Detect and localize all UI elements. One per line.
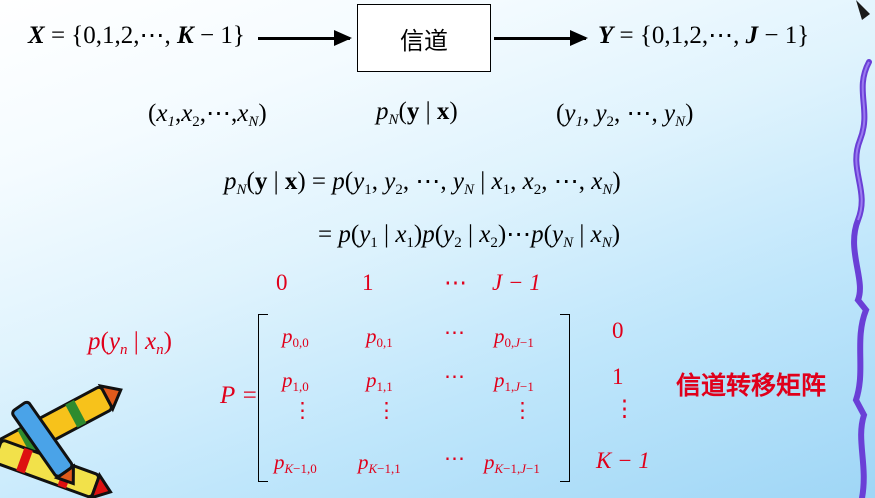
matrix-name: P =: [220, 382, 258, 409]
row-label-last: K − 1: [596, 448, 650, 473]
row-label-0: 0: [612, 318, 624, 343]
matrix-cell: p0,1: [366, 324, 393, 350]
channel-label: 信道: [400, 26, 448, 55]
ribbon-decoration: [851, 0, 872, 498]
matrix-cell: ⋮: [292, 398, 313, 422]
transition-matrix: p0,0 p0,1 ⋯ p0,J−1 p1,0 p1,1 ⋯ p1,J−1 ⋮ …: [258, 314, 570, 482]
input-alphabet: X = {0,1,2,⋯, K − 1}: [28, 22, 245, 49]
matrix-cell: p0,J−1: [494, 324, 534, 350]
matrix-cell: ⋯: [444, 364, 465, 388]
column-label-1: 1: [362, 270, 374, 295]
matrix-cell: p1,0: [282, 368, 309, 394]
output-arrow: [494, 30, 588, 46]
equation-line-1: pN(y | x) = p(y1, y2, ⋯, yN | x1, x2, ⋯,…: [224, 168, 621, 198]
matrix-cell: pK−1,1: [358, 450, 401, 476]
row-label-1: 1: [612, 364, 624, 389]
crayons-clipart: [0, 383, 123, 498]
column-label-dots: ⋯: [444, 270, 467, 295]
sequence-transition: pN(y | x): [376, 98, 458, 128]
matrix-cell: pK−1,0: [274, 450, 317, 476]
matrix-cell: ⋮: [512, 398, 533, 422]
output-alphabet: Y = {0,1,2,⋯, J − 1}: [598, 22, 810, 49]
matrix-right-bracket: [560, 314, 570, 482]
matrix-cell: ⋮: [376, 398, 397, 422]
matrix-cell: ⋯: [444, 446, 465, 470]
matrix-cell: ⋯: [444, 320, 465, 344]
matrix-caption: 信道转移矩阵: [676, 371, 827, 400]
column-label-last: J − 1: [492, 270, 541, 295]
matrix-cell: p1,1: [366, 368, 393, 394]
matrix-cell: p0,0: [282, 324, 309, 350]
equation-line-2: = p(y1 | x1)p(y2 | x2)⋯p(yN | xN): [318, 221, 621, 251]
input-sequence: (x1,x2,⋯,xN): [148, 100, 267, 130]
column-label-0: 0: [276, 270, 288, 295]
matrix-left-bracket: [258, 314, 268, 482]
output-sequence: (y1, y2, ⋯, yN): [556, 100, 694, 130]
matrix-cell: p1,J−1: [494, 368, 534, 394]
input-arrow: [258, 30, 352, 46]
channel-box: 信道: [357, 4, 491, 72]
matrix-cell: pK−1,J−1: [484, 450, 540, 476]
row-label-dots: ⋮: [613, 396, 636, 421]
matrix-element-label: p(yn | xn): [88, 328, 172, 358]
